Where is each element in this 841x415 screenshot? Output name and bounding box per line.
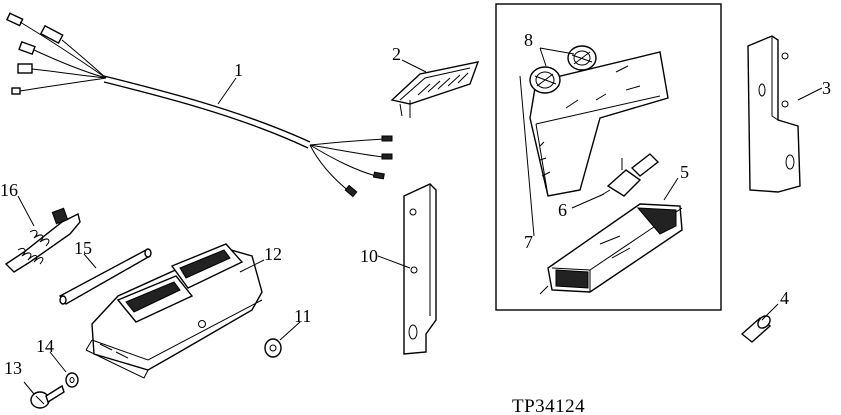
- callout-12: 12: [264, 244, 282, 264]
- switch-panel-box: [495, 3, 722, 311]
- callout-15: 15: [74, 238, 92, 258]
- callout-10: 10: [360, 246, 378, 266]
- callout-labels: 1 2 3 4 5 6 7 8 10 11 12 13 14 15 16: [0, 30, 831, 378]
- callout-7: 7: [524, 232, 533, 252]
- callout-6: 6: [558, 200, 567, 220]
- cover-12: [85, 243, 263, 379]
- callout-5: 5: [680, 162, 689, 182]
- washer-11: [264, 338, 282, 358]
- callout-3: 3: [822, 78, 831, 98]
- callout-8: 8: [524, 30, 533, 50]
- switch-5: [539, 203, 683, 295]
- wiring-harness: [6, 12, 393, 198]
- harness-connectors-left: [6, 12, 64, 95]
- rod-15: [58, 248, 152, 305]
- callout-16: 16: [0, 180, 18, 200]
- callout-11: 11: [294, 306, 311, 326]
- callout-4: 4: [780, 288, 789, 308]
- callout-14: 14: [36, 336, 54, 356]
- indicator-bulb-6: [599, 153, 660, 197]
- lock-washer-14: [65, 372, 79, 388]
- callout-2: 2: [392, 44, 401, 64]
- callout-1: 1: [234, 60, 243, 80]
- figure-caption: TP34124: [512, 396, 585, 415]
- leader-lines: [17, 47, 823, 395]
- bulb-4: [740, 315, 772, 343]
- lamp-lens: [390, 61, 480, 118]
- callout-13: 13: [4, 358, 22, 378]
- bracket-10: [403, 183, 437, 355]
- bracket-3: [747, 35, 801, 193]
- harness-connectors-right: [344, 135, 393, 198]
- clamp-16: [4, 207, 81, 273]
- knobs-8: [529, 45, 597, 94]
- screw-13: [30, 384, 65, 409]
